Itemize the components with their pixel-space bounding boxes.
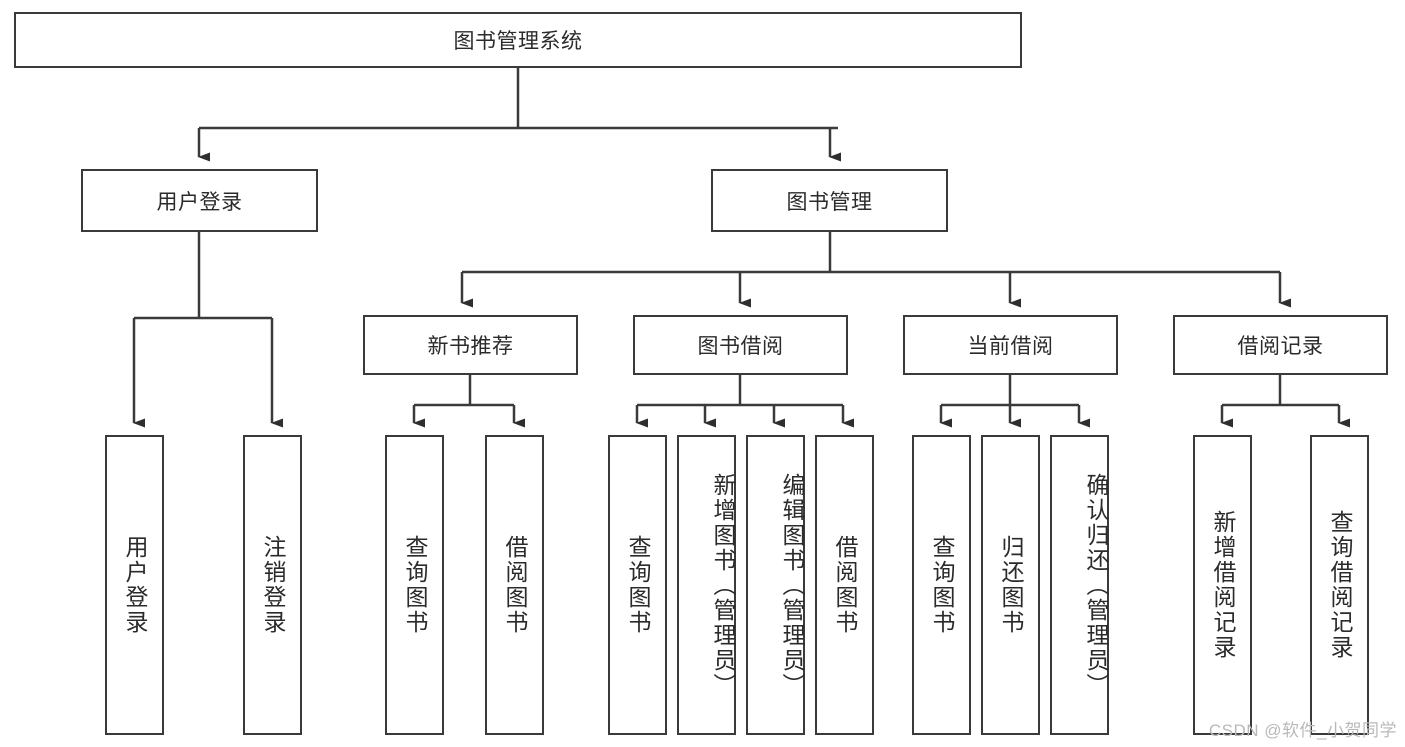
node-label: 图书管理 [786, 190, 873, 214]
node-label: 用户登录 [156, 190, 243, 214]
node-label: 图书管理系统 [453, 30, 583, 53]
node-label: 用户登录 [122, 535, 148, 635]
node-label: 确认归还（管理员） [1083, 472, 1109, 698]
node-label: 编辑图书（管理员） [779, 472, 805, 698]
node-label: 新书推荐 [427, 335, 514, 358]
leaf-borrow-record-query-record[interactable]: 查询借阅记录 [1310, 435, 1369, 735]
node-label: 借阅图书 [832, 535, 858, 635]
leaf-book-borrow-borrow-book[interactable]: 借阅图书 [815, 435, 874, 735]
node-label: 新增图书（管理员） [710, 472, 736, 698]
node-label: 借阅记录 [1237, 335, 1324, 358]
leaf-user-login-logout[interactable]: 注销登录 [243, 435, 302, 735]
node-label: 当前借阅 [967, 335, 1054, 358]
node-label: 查询图书 [402, 535, 428, 635]
node-borrow-record[interactable]: 借阅记录 [1173, 315, 1388, 375]
node-book-borrow[interactable]: 图书借阅 [633, 315, 848, 375]
node-new-book-recommend[interactable]: 新书推荐 [363, 315, 578, 375]
node-label: 注销登录 [260, 535, 286, 635]
leaf-book-borrow-add-book-admin[interactable]: 新增图书（管理员） [677, 435, 736, 735]
leaf-new-book-borrow-book[interactable]: 借阅图书 [485, 435, 544, 735]
node-label: 查询借阅记录 [1327, 510, 1353, 660]
leaf-new-book-query-book[interactable]: 查询图书 [385, 435, 444, 735]
leaf-user-login-signin[interactable]: 用户登录 [105, 435, 164, 735]
node-label: 新增借阅记录 [1210, 510, 1236, 660]
node-label: 借阅图书 [502, 535, 528, 635]
node-user-login[interactable]: 用户登录 [81, 169, 318, 232]
leaf-borrow-record-add-record[interactable]: 新增借阅记录 [1193, 435, 1252, 735]
node-book-management[interactable]: 图书管理 [711, 169, 948, 232]
node-label: 查询图书 [625, 535, 651, 635]
leaf-current-borrow-confirm-return-admin[interactable]: 确认归还（管理员） [1050, 435, 1109, 735]
node-label: 归还图书 [998, 535, 1024, 635]
node-current-borrow[interactable]: 当前借阅 [903, 315, 1118, 375]
leaf-book-borrow-edit-book-admin[interactable]: 编辑图书（管理员） [746, 435, 805, 735]
leaf-current-borrow-return-book[interactable]: 归还图书 [981, 435, 1040, 735]
node-label: 图书借阅 [697, 335, 784, 358]
leaf-book-borrow-query-book[interactable]: 查询图书 [608, 435, 667, 735]
leaf-current-borrow-query-book[interactable]: 查询图书 [912, 435, 971, 735]
csdn-watermark: CSDN @软件_小贺同学 [1208, 721, 1397, 740]
node-root-book-management-system[interactable]: 图书管理系统 [14, 12, 1022, 68]
node-label: 查询图书 [929, 535, 955, 635]
